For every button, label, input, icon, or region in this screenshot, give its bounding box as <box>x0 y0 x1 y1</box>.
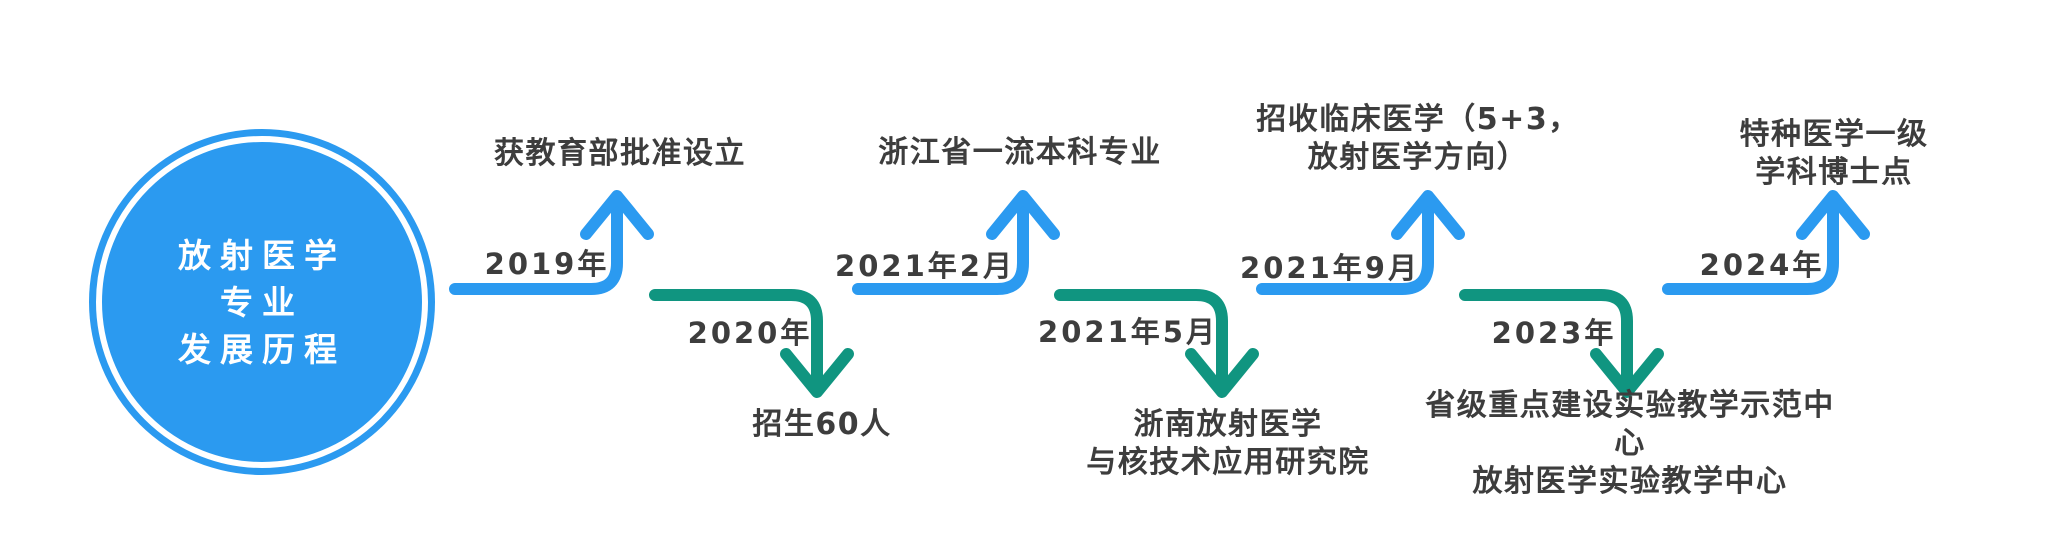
connector-line <box>1256 197 1434 295</box>
title-circle-ring <box>96 136 428 468</box>
year-label-2023: 2023年 <box>1491 316 1617 350</box>
caption-2021-02: 浙江省一流本科专业 <box>878 135 1162 170</box>
arrow-down-icon <box>780 348 854 398</box>
caption-2023: 省级重点建设实验教学示范中心 放射医学实验教学中心 <box>1425 388 1835 499</box>
caption-2021-09: 招收临床医学（5+3， 放射医学方向） <box>1256 102 1580 175</box>
caption-2021-05: 浙南放射医学 与核技术应用研究院 <box>1086 407 1370 480</box>
arrow-2021-02-up <box>852 190 1060 295</box>
arrow-2024-up <box>1662 190 1870 295</box>
caption-2020: 招生60人 <box>752 407 892 442</box>
arrow-2023-down <box>1459 289 1664 398</box>
year-label-2020: 2020年 <box>687 316 813 350</box>
arrow-2021-09-up <box>1256 190 1465 295</box>
arrow-2019-up <box>449 190 654 295</box>
arrow-down-icon <box>1590 348 1664 398</box>
arrow-up-icon <box>1796 190 1870 240</box>
year-label-2019: 2019年 <box>484 247 610 281</box>
caption-2019: 获教育部批准设立 <box>494 136 746 171</box>
title-line-1: 放射医学 <box>178 235 346 275</box>
year-label-2021-02: 2021年2月 <box>835 249 1015 283</box>
arrow-up-icon <box>1391 190 1465 240</box>
arrow-up-icon <box>580 190 654 240</box>
caption-2024: 特种医学一级学科博士点 <box>1739 117 1929 190</box>
connector-line <box>1459 289 1633 391</box>
year-label-2024: 2024年 <box>1699 248 1825 282</box>
arrow-up-icon <box>986 190 1060 240</box>
title-circle-text: 放射医学 专业 发展历程 <box>178 232 346 373</box>
year-label-2021-05: 2021年5月 <box>1038 315 1218 349</box>
connector-line <box>1662 197 1839 295</box>
connector-line <box>449 197 623 295</box>
title-line-2: 专业 <box>220 282 304 322</box>
connector-line <box>1054 289 1228 391</box>
title-circle: 放射医学 专业 发展历程 <box>89 129 435 475</box>
arrow-2020-down <box>649 289 854 398</box>
connector-line <box>649 289 823 391</box>
title-line-3: 发展历程 <box>178 329 346 369</box>
connector-line <box>852 197 1029 295</box>
arrow-down-icon <box>1185 348 1259 398</box>
year-label-2021-09: 2021年9月 <box>1240 251 1420 285</box>
arrow-2021-05-down <box>1054 289 1259 398</box>
